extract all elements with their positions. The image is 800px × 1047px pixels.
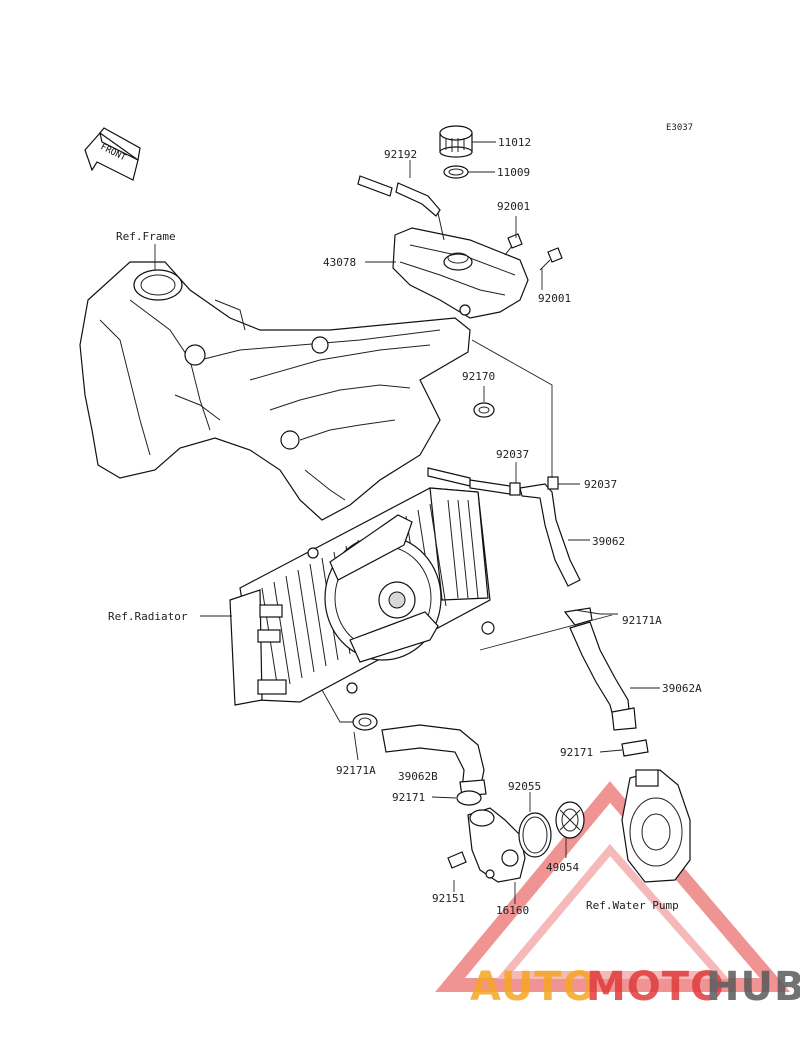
watermark-part-auto: AUTO: [470, 964, 598, 1010]
front-arrow-icon: FRONT: [84, 127, 141, 181]
watermark-logo: AUTO MOTO HUB: [470, 964, 800, 1010]
reservoir-tank-illustration: [392, 227, 529, 319]
label-49054: 49054: [546, 861, 579, 874]
watermark-part-hub: HUB: [706, 964, 800, 1010]
label-92001-top: 92001: [497, 200, 530, 213]
thermostat-49054-illustration: [555, 801, 585, 839]
hose-39062-illustration: [427, 467, 581, 587]
label-92001-side: 92001: [538, 292, 571, 305]
leader-lines: [154, 141, 660, 904]
radiator-illustration: [229, 487, 495, 706]
clamp-92171a-left: [352, 713, 378, 731]
cap-gasket-illustration: [443, 165, 469, 179]
label-92192: 92192: [384, 148, 417, 161]
label-92170: 92170: [462, 370, 495, 383]
bolt-92001-side: [539, 247, 563, 271]
hose-39062b-illustration: [381, 724, 487, 797]
label-11012: 11012: [498, 136, 531, 149]
label-ref-water-pump: Ref.Water Pump: [586, 899, 679, 912]
watermark-part-moto: MOTO: [586, 964, 725, 1010]
label-ref-radiator: Ref.Radiator: [108, 610, 188, 623]
overflow-hose-illustration: [357, 175, 445, 241]
label-92171-left: 92171: [392, 791, 425, 804]
thermostat-housing-illustration: [467, 807, 526, 883]
bolt-92001-top: [504, 233, 523, 256]
label-92151: 92151: [432, 892, 465, 905]
frame-illustration: [79, 261, 471, 521]
label-39062b: 39062B: [398, 770, 438, 783]
clamp-92170-illustration: [473, 402, 495, 418]
label-39062: 39062: [592, 535, 625, 548]
clamp-92171-left: [456, 790, 482, 806]
label-43078: 43078: [323, 256, 356, 269]
label-92037-left: 92037: [496, 448, 529, 461]
water-pump-illustration: [621, 769, 691, 883]
hose-39062a-illustration: [563, 607, 637, 731]
clamp-92171-right: [621, 739, 649, 757]
part-labels: 11012 11009 92192 92001 43078 92001 9217…: [108, 136, 702, 917]
label-92171a-right: 92171A: [622, 614, 662, 627]
label-16160: 16160: [496, 904, 529, 917]
label-11009: 11009: [497, 166, 530, 179]
label-ref-frame: Ref.Frame: [116, 230, 176, 243]
o-ring-92055-illustration: [518, 812, 552, 858]
label-92171-right: 92171: [560, 746, 593, 759]
label-92171a-left: 92171A: [336, 764, 376, 777]
radiator-cap-illustration: [439, 125, 473, 158]
label-92037-right: 92037: [584, 478, 617, 491]
label-92055: 92055: [508, 780, 541, 793]
watermark-triangle: [435, 781, 791, 992]
label-39062a: 39062A: [662, 682, 702, 695]
bolt-92151: [447, 851, 467, 869]
diagram-code: E3037: [666, 123, 693, 133]
